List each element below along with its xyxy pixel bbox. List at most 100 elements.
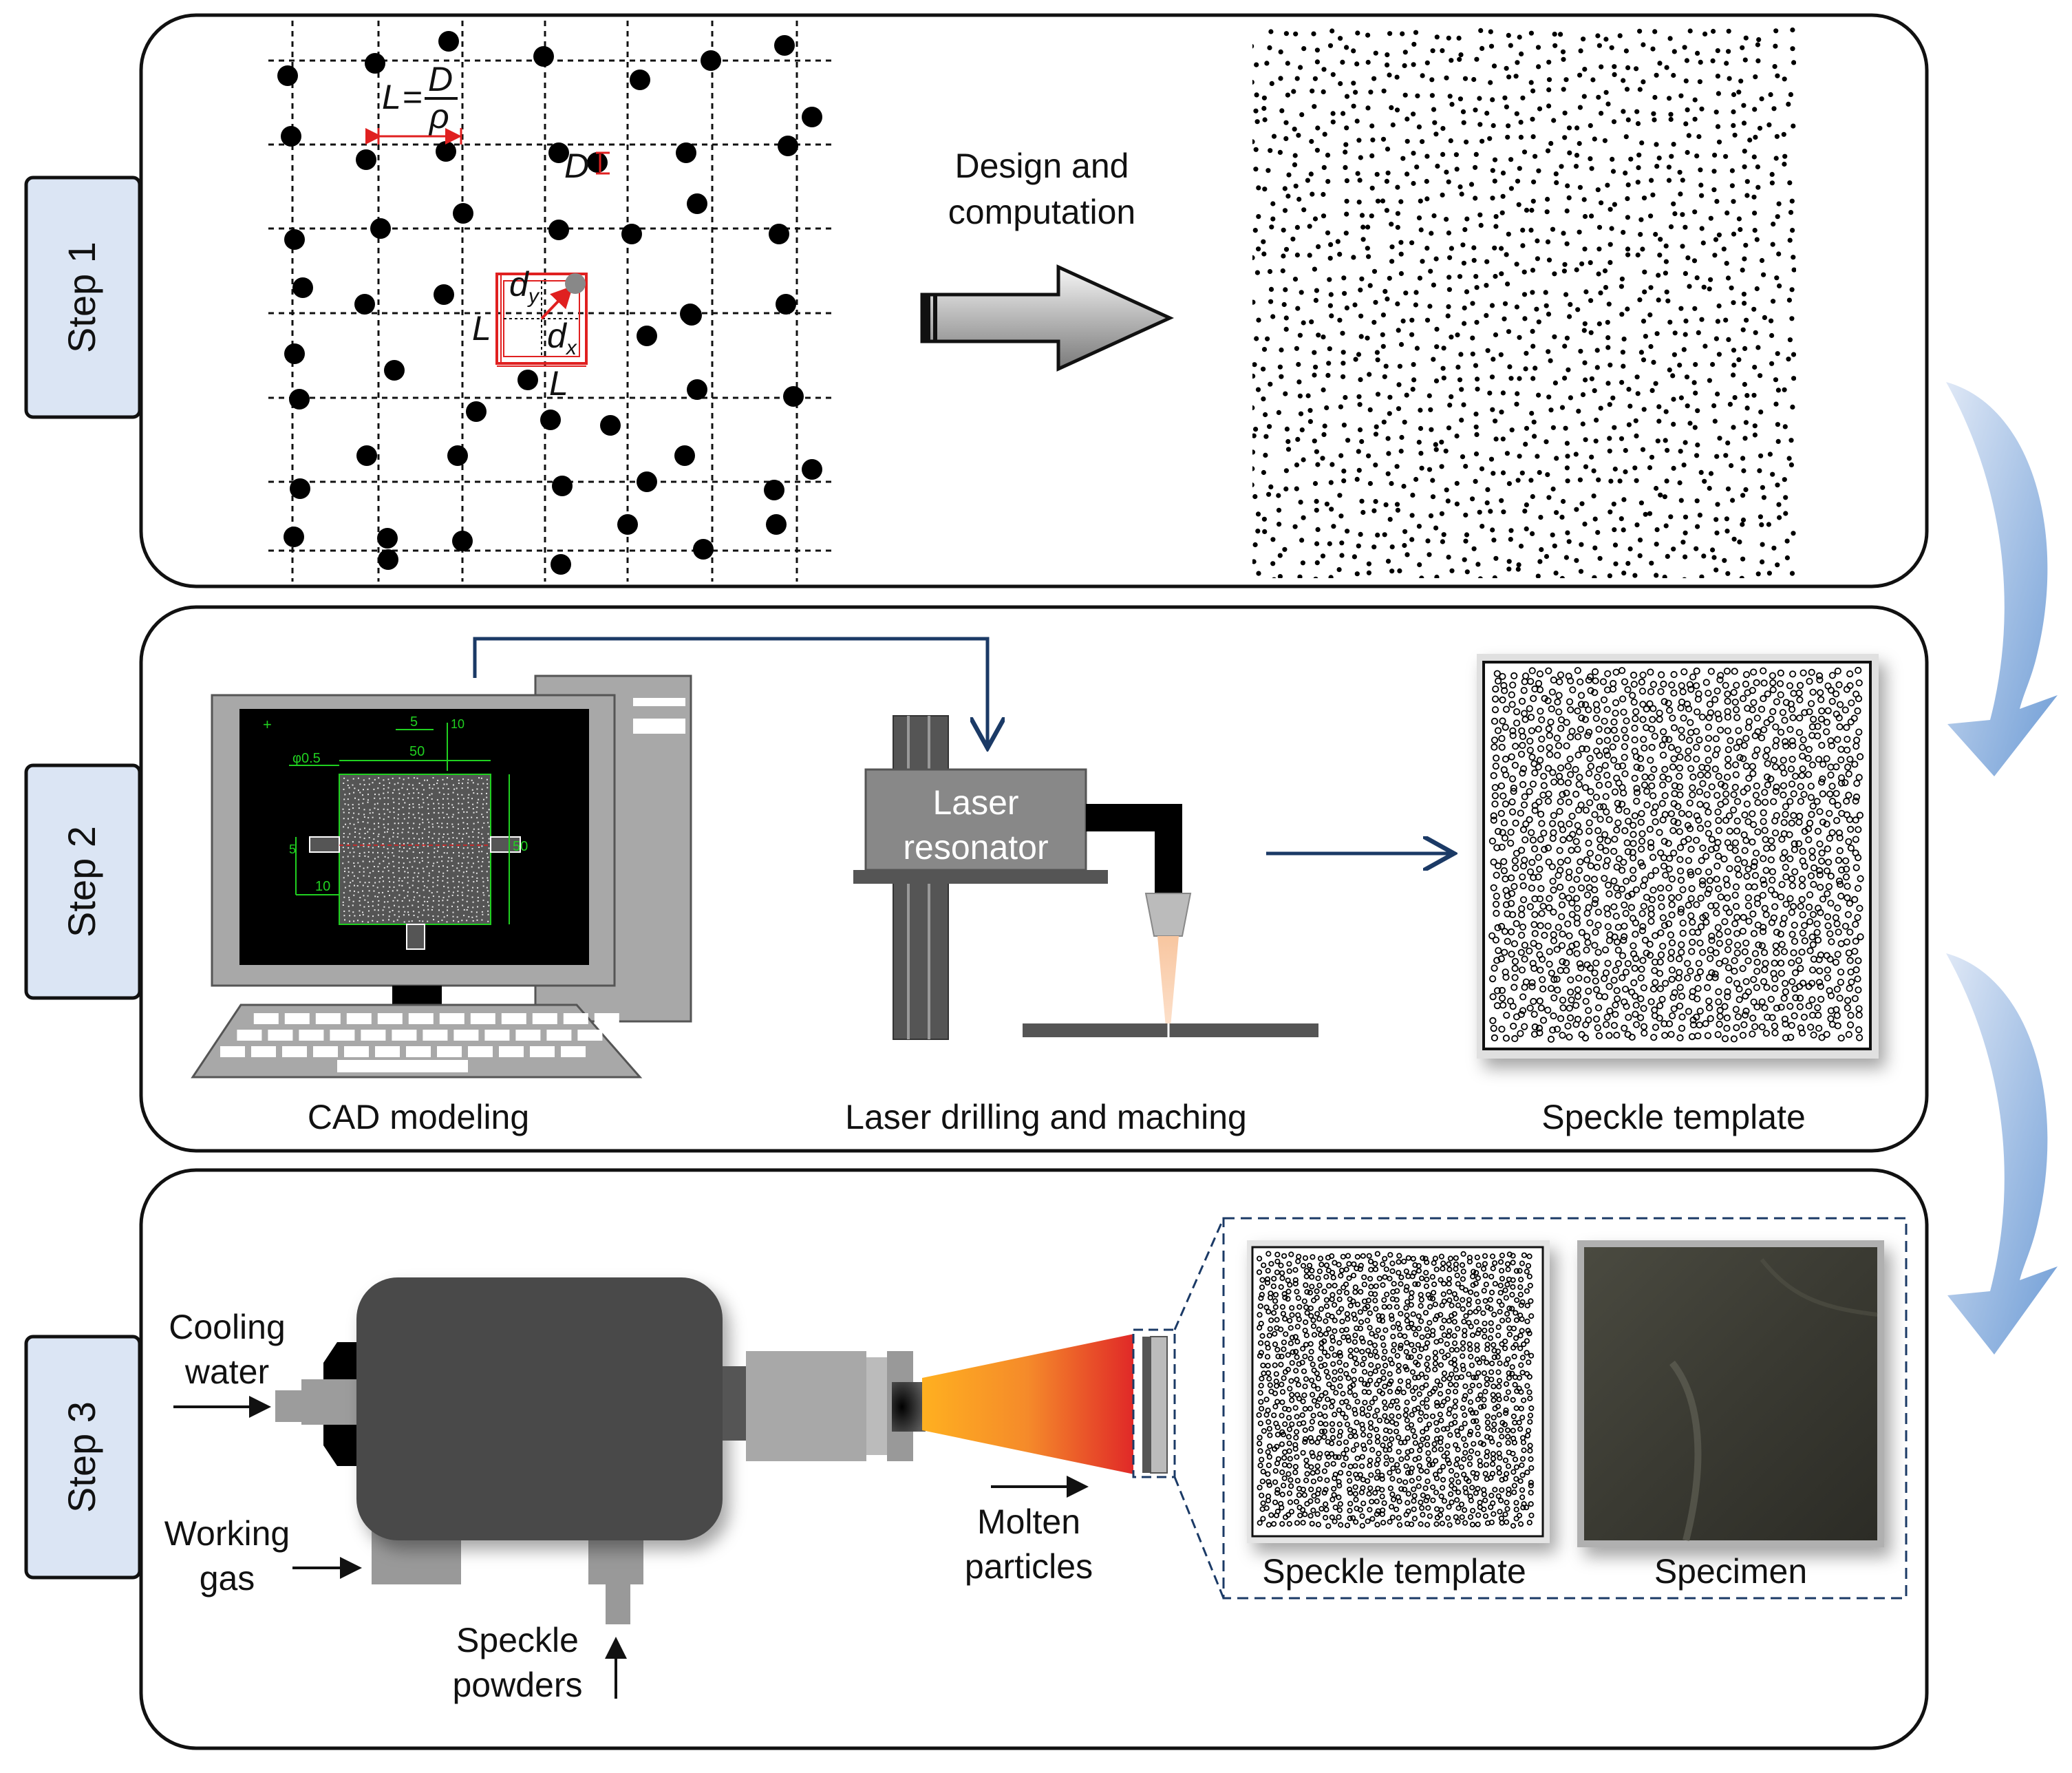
cad-dot (433, 900, 434, 902)
speckle-dot (1447, 403, 1452, 407)
speckle-dot (1519, 544, 1524, 549)
cad-dot (397, 818, 398, 820)
speckle-dot (1507, 364, 1512, 369)
speckle-dot (1698, 79, 1702, 84)
speckle-dot (1449, 335, 1453, 339)
speckle-dot (1642, 270, 1647, 275)
speckle-dot (292, 277, 313, 298)
speckle-dot (1460, 191, 1464, 196)
speckle-dot (1328, 256, 1333, 261)
speckle-dot (1390, 544, 1395, 549)
speckle-dot (1716, 48, 1720, 53)
speckle-dot (1424, 246, 1429, 251)
cell-width-label: L (549, 364, 568, 403)
speckle-dot (1309, 139, 1314, 144)
cad-dot (348, 804, 349, 805)
speckle-dot (1338, 405, 1343, 410)
cad-dot (429, 787, 430, 789)
speckle-dot (1790, 571, 1795, 576)
cad-dot (477, 906, 478, 908)
cad-dot (486, 793, 487, 794)
cad-dot (452, 847, 453, 848)
speckle-dot (1396, 508, 1400, 513)
speckle-dot (1545, 197, 1550, 202)
speckle-dot (1755, 42, 1760, 47)
speckle-dot (290, 478, 310, 499)
speckle-dot (1488, 80, 1493, 85)
speckle-dot (1389, 259, 1394, 264)
speckle-dot (1444, 76, 1449, 81)
cad-dot (392, 872, 394, 873)
speckle-dot (1424, 196, 1429, 201)
speckle-dot (1777, 202, 1782, 206)
cad-dot (457, 809, 458, 810)
speckle-dot (1316, 332, 1321, 337)
cad-dot (354, 798, 356, 799)
speckle-dot (1474, 152, 1479, 157)
speckle-dot (1331, 524, 1336, 529)
speckle-dot (1775, 562, 1780, 567)
speckle-dot (1514, 74, 1519, 78)
cad-dot (384, 831, 385, 833)
cad-dot (394, 817, 395, 818)
speckle-dot (1724, 211, 1729, 215)
speckle-dot (1338, 453, 1343, 458)
speckle-dot (1752, 365, 1757, 370)
arrow-label-line1: Design and (955, 147, 1129, 185)
speckle-dot (1440, 539, 1445, 544)
speckle-dot (1668, 112, 1673, 117)
cad-dot (404, 877, 405, 878)
cad-dot (467, 906, 469, 908)
cad-dot (378, 881, 380, 882)
cad-dot (407, 822, 409, 824)
cad-dot (409, 921, 410, 922)
cad-dot (448, 891, 449, 892)
speckle-dot (1385, 297, 1389, 301)
cad-dot (388, 906, 389, 908)
speckle-dot (1265, 337, 1270, 341)
speckle-dot (1351, 255, 1356, 259)
speckle-dot (1263, 117, 1268, 122)
speckle-dot (1592, 136, 1597, 141)
speckle-dot (1599, 65, 1603, 70)
speckle-dot (1544, 290, 1548, 295)
cad-dot (399, 793, 400, 794)
speckle-dot (1610, 226, 1614, 231)
speckle-dot (1552, 544, 1557, 549)
cad-dot (422, 807, 423, 808)
cad-dot (413, 911, 414, 912)
speckle-dot (1641, 447, 1645, 452)
speckle-dot (1282, 547, 1287, 552)
speckle-dot (1313, 76, 1318, 81)
speckle-dot (1771, 299, 1775, 304)
speckle-dot (1775, 482, 1780, 487)
speckle-dot (774, 35, 795, 56)
speckle-dot (1360, 510, 1365, 515)
cad-dot (412, 920, 413, 922)
cad-dot (473, 812, 475, 814)
cad-dot (463, 811, 464, 813)
cad-dot (428, 915, 429, 916)
cad-dot (392, 798, 394, 800)
speckle-dot (1758, 514, 1763, 519)
cad-dot (451, 778, 453, 780)
cad-dot (487, 857, 489, 858)
speckle-dot (1373, 300, 1378, 305)
speckle-dot (1385, 147, 1390, 151)
speckle-dot (1261, 240, 1265, 244)
cad-dot (473, 920, 474, 922)
cad-dot (419, 920, 420, 922)
speckle-dot (1294, 463, 1299, 467)
speckle-dot (1736, 89, 1741, 94)
cad-dot (407, 798, 409, 799)
cad-dot (348, 911, 350, 912)
cad-dot (468, 890, 469, 891)
cad-dot (364, 809, 365, 810)
speckle-dot (1642, 290, 1647, 295)
speckle-dot (1366, 60, 1371, 65)
speckle-dot (1254, 63, 1259, 67)
speckle-dot (1723, 453, 1728, 458)
cad-dot (392, 836, 394, 838)
speckle-dot (1731, 109, 1735, 114)
speckle-dot (1295, 437, 1300, 442)
